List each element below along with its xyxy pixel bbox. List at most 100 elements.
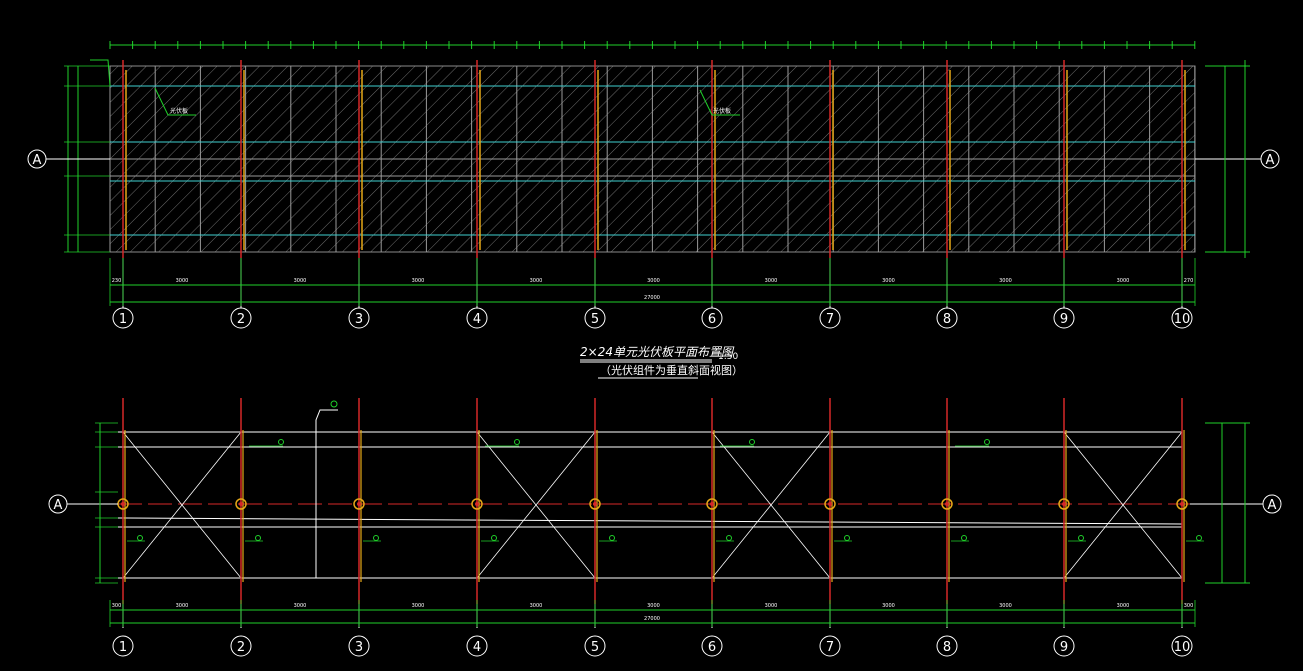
- grid-axis-label-top: 6: [708, 312, 716, 327]
- axis-a-left-label: A: [33, 153, 42, 168]
- column-tag-bubble: [255, 535, 261, 541]
- axis-a-bottom-right-label: A: [1268, 498, 1277, 513]
- column-center: [475, 502, 479, 506]
- column-tag-bubble: [609, 535, 615, 541]
- bottom-bay-dim-label: 3000: [176, 603, 189, 609]
- column-center: [945, 502, 949, 506]
- drawing-title-block: 2×24单元光伏板平面布置图 1:50 （光伏组件为垂直斜面视图）: [580, 345, 743, 379]
- grid-axis-label-top: 10: [1174, 312, 1191, 327]
- bottom-bay-dim-label: 3000: [647, 603, 660, 609]
- grid-axis-bubble-top: [112, 307, 134, 329]
- grid-axis-bubble-top: [230, 307, 252, 329]
- grid-axis-bubble-bottom: [466, 635, 488, 657]
- column-tag-bubble: [491, 535, 497, 541]
- bottom-bay-dim-label: 3000: [765, 603, 778, 609]
- grid-axis-bubble-top: [819, 307, 841, 329]
- bottom-cross-braces: [122, 431, 1183, 579]
- bottom-bay-dim-label: 3000: [882, 603, 895, 609]
- grid-axis-label-top: 7: [826, 312, 834, 327]
- grid-axis-bubble-top: [466, 307, 488, 329]
- panel-callout-text: 光伏板: [170, 107, 188, 115]
- column-base-plate: [706, 498, 718, 510]
- drawing-title: 2×24单元光伏板平面布置图: [580, 345, 735, 359]
- grid-axis-label-top: 4: [473, 312, 481, 327]
- brace-tag-bubble: [278, 439, 284, 445]
- axis-a-bottom-left-label: A: [54, 498, 63, 513]
- bottom-rails: [95, 422, 1190, 584]
- brace-tag-bubble: [514, 439, 520, 445]
- top-total-dim-label: 27000: [644, 295, 660, 301]
- column-center: [121, 502, 125, 506]
- grid-axis-label-bottom: 3: [355, 640, 363, 655]
- grid-axis-bubble-bottom: [1053, 635, 1075, 657]
- grid-axis-label-top: 2: [237, 312, 245, 327]
- bottom-bay-dim-label: 3000: [412, 603, 425, 609]
- panel-grid-horizontal: [80, 85, 1195, 236]
- column-base-plate: [589, 498, 601, 510]
- grid-axis-label-bottom: 10: [1174, 640, 1191, 655]
- column-tag-bubble: [1196, 535, 1202, 541]
- cross-brace: [476, 431, 596, 579]
- top-bay-dim-label: 230: [112, 278, 122, 284]
- column-center: [828, 502, 832, 506]
- grid-axis-label-top: 3: [355, 312, 363, 327]
- column-base-plate: [471, 498, 483, 510]
- column-tag-bubble: [1078, 535, 1084, 541]
- panel-callout-leader: [154, 87, 196, 116]
- top-bay-dim-label: 3000: [176, 278, 189, 284]
- column-base-plate: [941, 498, 953, 510]
- column-tag-bubble: [137, 535, 143, 541]
- top-bay-dim-label: 3000: [882, 278, 895, 284]
- column-tag-bubble: [726, 535, 732, 541]
- grid-axis-label-top: 8: [943, 312, 951, 327]
- grid-axis-bubble-bottom: [230, 635, 252, 657]
- grid-axis-bubble-bottom: [348, 635, 370, 657]
- grid-axis-bubble-top: [936, 307, 958, 329]
- top-bay-dim-label: 3000: [1117, 278, 1130, 284]
- grid-axis-bubble-bottom: [112, 635, 134, 657]
- top-left-dimensions: [64, 59, 111, 253]
- cross-brace: [122, 431, 242, 579]
- top-left-note-leader: [90, 59, 111, 87]
- axis-a-right-label: A: [1266, 153, 1275, 168]
- column-center: [1062, 502, 1066, 506]
- grid-axis-bubble-top: [348, 307, 370, 329]
- grid-axis-label-bottom: 8: [943, 640, 951, 655]
- brace-tag-bubble: [984, 439, 990, 445]
- rail-line: [117, 517, 1183, 525]
- grid-axis-bubble-bottom: [936, 635, 958, 657]
- grid-axis-bubble-top: [1053, 307, 1075, 329]
- grid-axis-bubble-bottom: [584, 635, 606, 657]
- grid-axis-label-bottom: 9: [1060, 640, 1068, 655]
- grid-axis-bubble-bottom: [1171, 635, 1193, 657]
- column-base-plate: [1176, 498, 1188, 510]
- column-center: [239, 502, 243, 506]
- top-bay-dim-label: 3000: [530, 278, 543, 284]
- column-center: [357, 502, 361, 506]
- bottom-bay-dim-label: 3000: [999, 603, 1012, 609]
- grid-axis-label-top: 9: [1060, 312, 1068, 327]
- grid-axis-bubble-bottom: [701, 635, 723, 657]
- brace-callout-bubble: [330, 400, 338, 408]
- top-bay-dim-label: 3000: [647, 278, 660, 284]
- column-center: [1180, 502, 1184, 506]
- grid-axis-label-bottom: 7: [826, 640, 834, 655]
- grid-axis-label-bottom: 6: [708, 640, 716, 655]
- bottom-columns: [117, 398, 1204, 628]
- grid-axis-bubble-top: [1171, 307, 1193, 329]
- column-base-plate: [1058, 498, 1070, 510]
- panel-callout-leader-2: [699, 89, 740, 116]
- grid-axis-label-top: 1: [119, 312, 127, 327]
- brace-callout-leader: [315, 409, 338, 578]
- column-center: [593, 502, 597, 506]
- brace-tag-bubble: [749, 439, 755, 445]
- grid-axis-label-bottom: 1: [119, 640, 127, 655]
- grid-axis-label-bottom: 4: [473, 640, 481, 655]
- bottom-total-dim-label: 27000: [644, 616, 660, 622]
